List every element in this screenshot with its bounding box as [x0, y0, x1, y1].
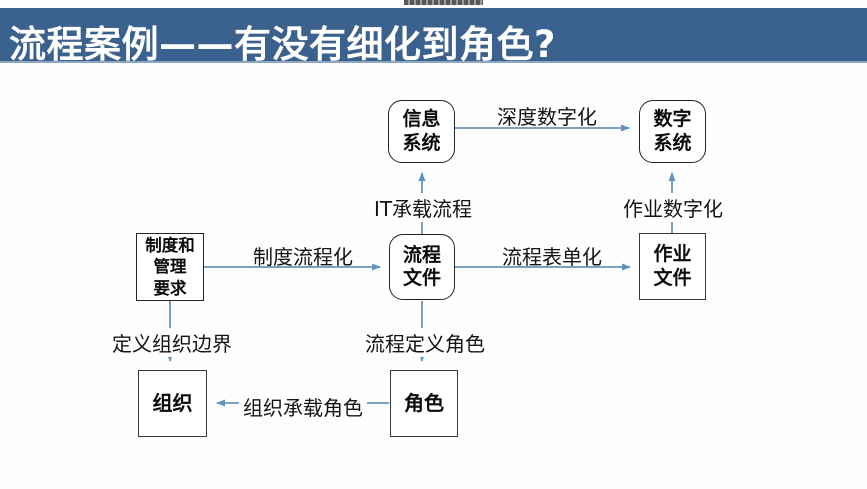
node-organization: 组织 [138, 370, 207, 437]
edge-label-process-to-form: 流程表单化 [502, 245, 602, 269]
node-role: 角色 [390, 370, 458, 437]
page-title: 流程案例——有没有细化到角色? [9, 23, 556, 66]
edge-label-define-org-boundary: 定义组织边界 [108, 328, 236, 357]
node-digital-system: 数字 系统 [639, 100, 706, 163]
edge-label-process-defines-role: 流程定义角色 [361, 328, 489, 357]
title-bar: 流程案例——有没有细化到角色? [0, 8, 867, 66]
edge-label-it-carries-process: IT承载流程 [369, 193, 477, 222]
watermark-smudge [404, 0, 483, 5]
edge-label-policy-to-process: 制度流程化 [253, 245, 353, 269]
node-policy-and-management-requirements: 制度和 管理 要求 [136, 233, 204, 301]
node-process-document: 流程 文件 [389, 234, 455, 300]
edge-label-org-carries-role: 组织承载角色 [239, 392, 367, 421]
node-work-document: 作业 文件 [639, 233, 706, 300]
node-info-system: 信息 系统 [388, 100, 455, 163]
edge-label-work-digitalization: 作业数字化 [619, 193, 727, 222]
edge-label-deep-digitalization: 深度数字化 [497, 105, 597, 129]
